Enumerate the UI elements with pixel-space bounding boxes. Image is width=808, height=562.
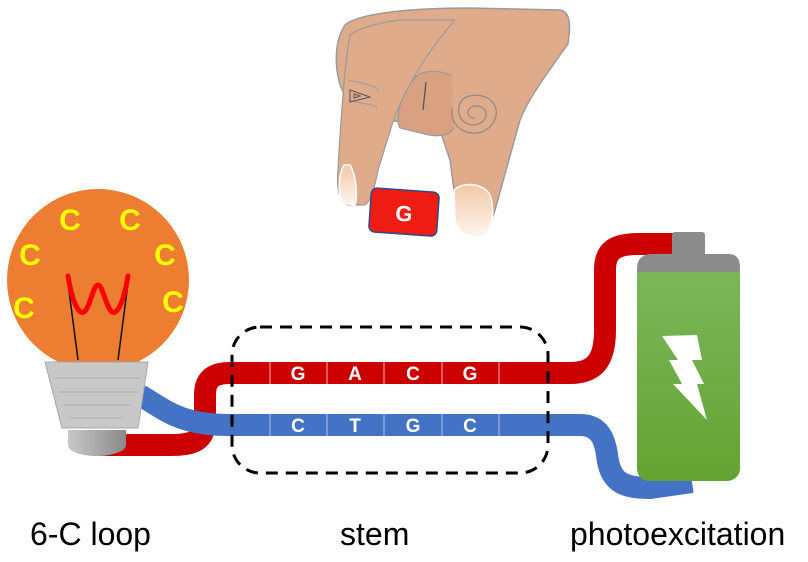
fingerprint-spiral (451, 94, 497, 134)
loop-c-letter: C (162, 286, 184, 319)
loop-c-letter: C (59, 204, 81, 237)
hand-line-mark (422, 81, 427, 111)
blue-strand-right-wire (540, 414, 694, 500)
filament-icon (65, 273, 131, 315)
top-base: G (291, 364, 306, 385)
battery-icon (637, 232, 740, 481)
hand-icon (335, 7, 571, 238)
loop-c-letter: C (19, 239, 41, 272)
bulb-globe (7, 189, 189, 371)
filament-lead (67, 282, 79, 361)
base-dividers (269, 362, 500, 384)
lightning-bolt-icon (662, 335, 707, 420)
hand-folded-finger (397, 70, 459, 137)
loop-c-letter: C (119, 204, 141, 237)
base-dividers-bottom (269, 414, 500, 436)
label-stem: stem (340, 516, 410, 552)
label-photoexcitation: photoexcitation (570, 516, 786, 552)
bottom-base: T (349, 416, 361, 437)
battery-top-cap (637, 254, 740, 272)
battery-terminal (672, 232, 705, 256)
top-base: C (406, 364, 420, 385)
light-bulb-icon: C C C C C C (7, 189, 189, 456)
bottom-base: C (291, 416, 305, 437)
filament-lead (117, 282, 129, 361)
tile-label: G (394, 200, 413, 226)
top-base: A (348, 364, 362, 385)
red-strand-left-wire (100, 362, 260, 456)
blue-strand-left-wire (134, 385, 260, 436)
stem-dashed-box (230, 325, 550, 475)
loop-c-letter: C (154, 239, 176, 272)
hand-triangle-mark (349, 89, 372, 103)
bottom-strand (230, 414, 550, 436)
hand-crease (347, 79, 379, 93)
top-strand (230, 362, 550, 384)
label-6c-loop: 6-C loop (30, 516, 151, 552)
bottom-base: G (406, 416, 421, 437)
nucleotide-tile[interactable]: G (368, 187, 440, 237)
red-strand-right-wire (540, 233, 675, 384)
loop-c-letter: C (13, 292, 35, 325)
thumb-fingernail (453, 183, 494, 238)
bottom-base: C (463, 416, 477, 437)
hand-thumb (451, 15, 545, 198)
top-base: G (463, 364, 478, 385)
index-fingernail (338, 164, 358, 206)
bulb-cap (68, 430, 126, 456)
